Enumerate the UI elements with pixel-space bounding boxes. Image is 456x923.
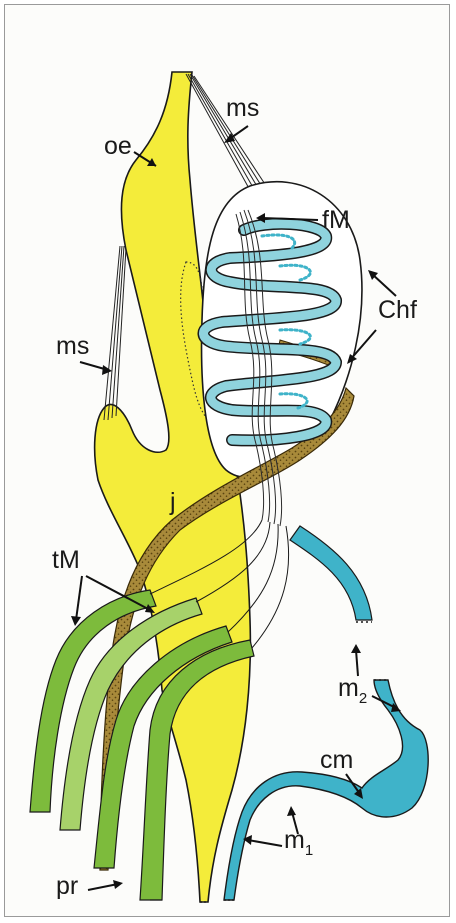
label-oe: oe (104, 132, 132, 160)
label-pr: pr (56, 872, 78, 900)
label-chf: Chf (378, 296, 417, 324)
label-m1: m1 (284, 826, 313, 859)
label-tm: tM (52, 546, 80, 574)
label-m2: m2 (338, 674, 367, 707)
label-ms-top: ms (226, 94, 259, 122)
label-fm: fM (322, 206, 350, 234)
cm-bulb (224, 680, 428, 900)
m2-tube (290, 526, 372, 620)
label-j: j (169, 488, 176, 516)
label-cm: cm (320, 746, 353, 774)
ms-left-strands (104, 246, 126, 420)
label-ms-left: ms (56, 332, 89, 360)
